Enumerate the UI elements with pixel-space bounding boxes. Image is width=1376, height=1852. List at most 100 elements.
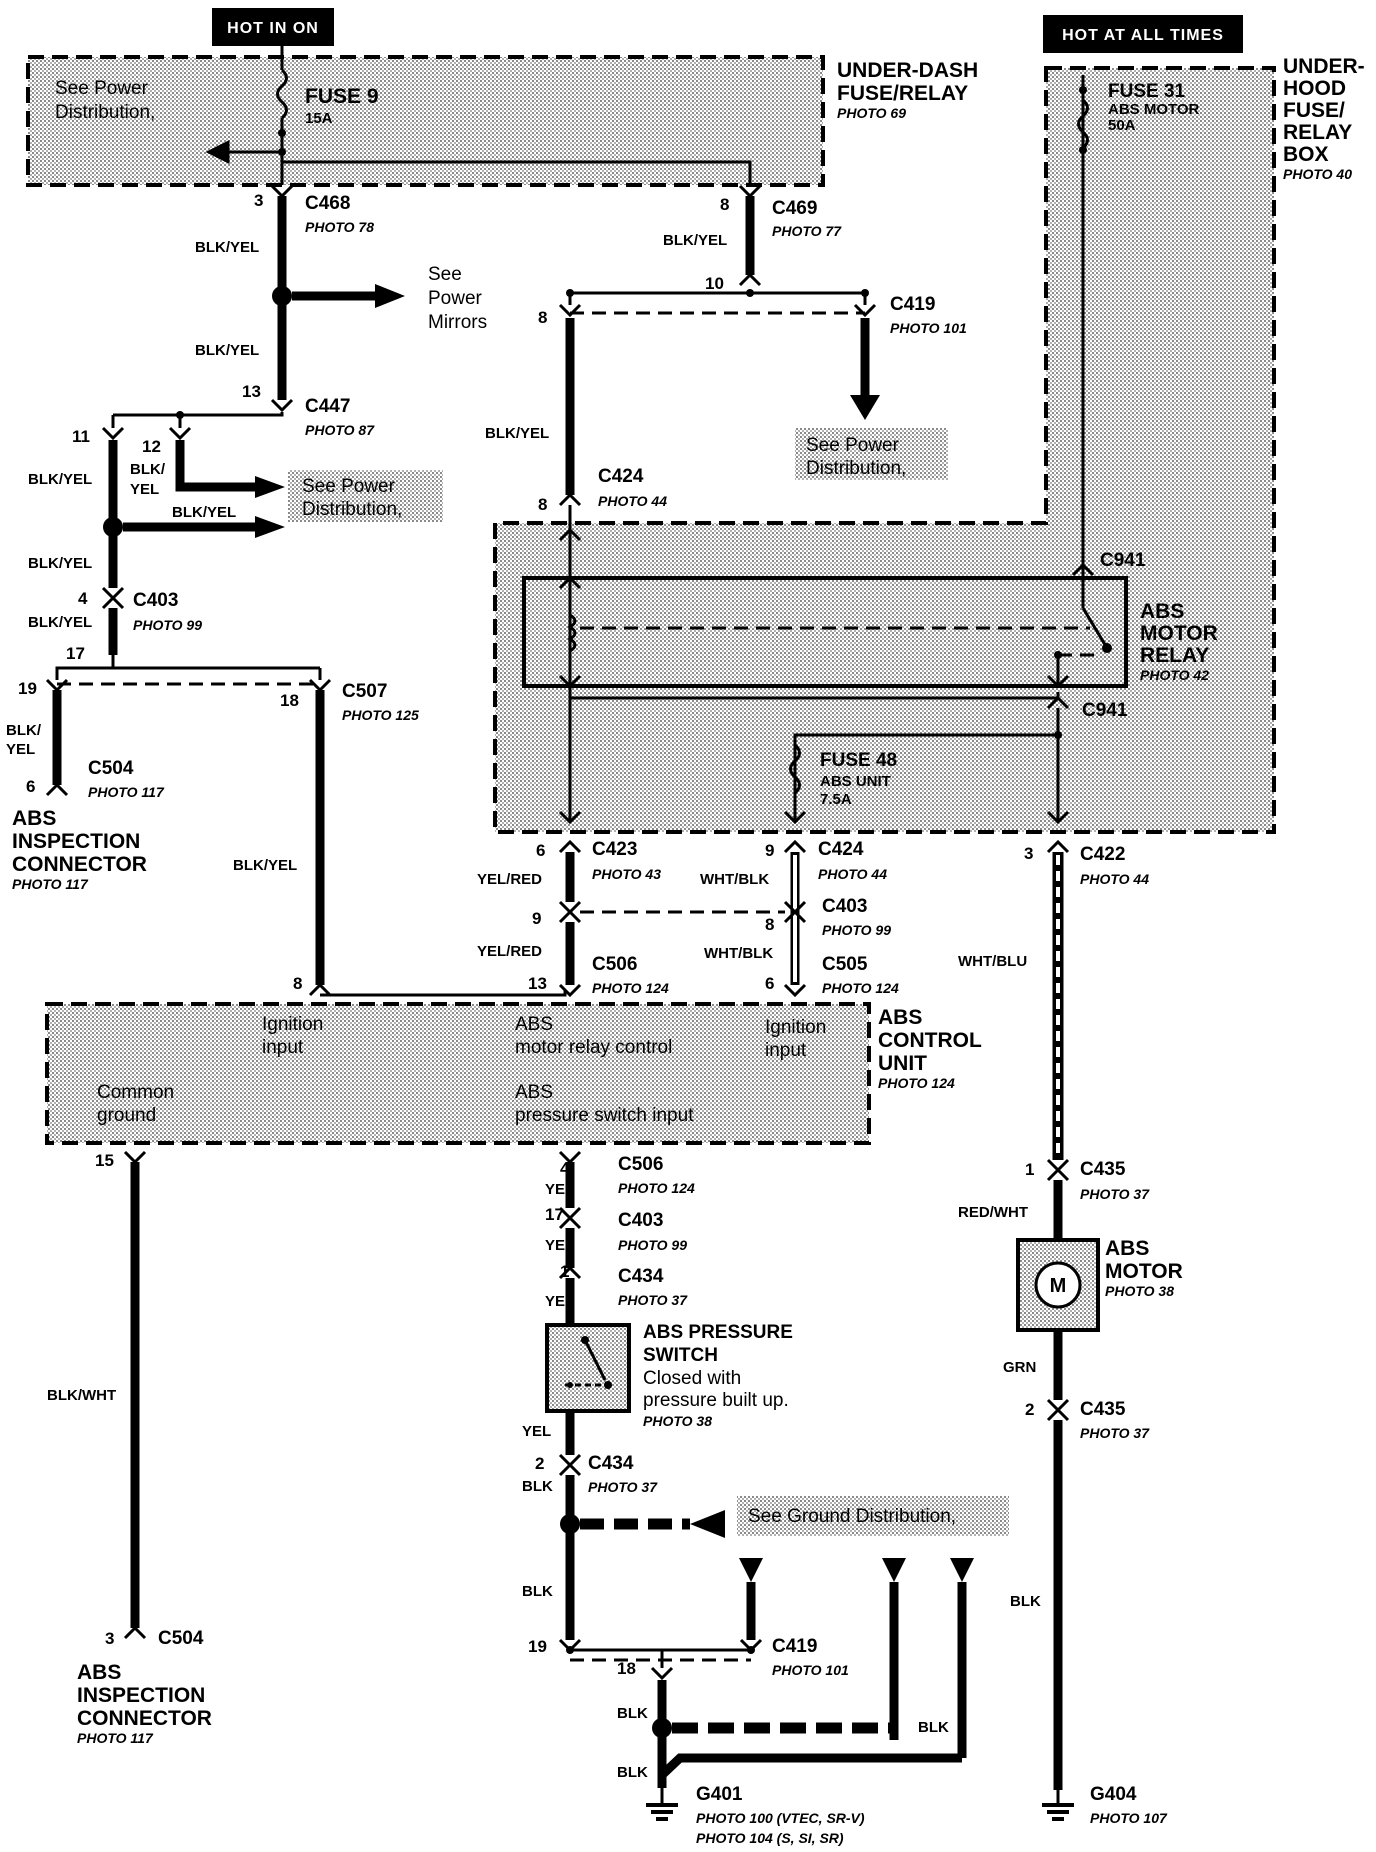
- c447-label: C447: [305, 396, 350, 417]
- c468-connector-icon: [270, 184, 294, 199]
- fuse-48-sub: ABS UNIT: [820, 773, 891, 790]
- c403-low-pin: 17: [545, 1205, 564, 1224]
- c403-pin17: 17: [66, 644, 85, 663]
- fuse-31-rating: 50A: [1108, 117, 1136, 134]
- c435-top-pin: 1: [1025, 1160, 1034, 1179]
- under-hood-title-3: FUSE/: [1283, 99, 1345, 122]
- c469-label: C469: [772, 198, 817, 219]
- relay-title-1: ABS: [1140, 600, 1184, 623]
- c507-photo: PHOTO 125: [342, 707, 419, 723]
- abs-inspection-top-3: CONNECTOR: [12, 853, 147, 876]
- c504-top-pin: 6: [26, 777, 35, 796]
- power-mirrors-arrow-icon: [375, 284, 405, 308]
- abs-inspection-top-photo: PHOTO 117: [12, 876, 89, 892]
- c507-label: C507: [342, 681, 387, 702]
- motor-symbol: M: [1050, 1275, 1067, 1297]
- c507-pin18-icon: [308, 678, 332, 693]
- c434-top-photo: PHOTO 37: [618, 1292, 688, 1308]
- c403-mid-left-icon: [558, 900, 582, 924]
- abs-motor-photo: PHOTO 38: [1105, 1283, 1174, 1299]
- splice-power-mirrors: [272, 286, 292, 306]
- fuse-9-label: FUSE 9: [305, 85, 379, 108]
- c468-label: C468: [305, 193, 350, 214]
- ecu-common-ground-a: Common: [97, 1082, 174, 1103]
- c423-connector-icon: [558, 839, 582, 854]
- c434-bot-label: C434: [588, 1453, 634, 1474]
- wire-label-yel-red-1: YEL/RED: [477, 871, 542, 888]
- ground-branch-icon-2: [882, 1558, 906, 1582]
- relay-coil-icon: [567, 613, 577, 653]
- c419-low-pin19: 19: [528, 1637, 547, 1656]
- wire-label-yel-19: YEL: [6, 741, 35, 758]
- c504-top-photo: PHOTO 117: [88, 784, 165, 800]
- power-mirrors-mirrors: Mirrors: [428, 312, 487, 333]
- power-mirrors-see: See: [428, 264, 462, 285]
- pressure-switch-desc-1: Closed with: [643, 1368, 741, 1389]
- see-power-distribution-box-right: [795, 428, 948, 480]
- c434-bot-icon: [558, 1453, 582, 1477]
- c505-connector-icon: [783, 983, 807, 998]
- ecu-relay-control-a: ABS: [515, 1014, 553, 1035]
- under-hood-fuse-box: [493, 66, 1276, 834]
- abs-inspection-bottom-2: INSPECTION: [77, 1684, 205, 1707]
- g401-photo-1: PHOTO 100 (VTEC, SR-V): [696, 1810, 865, 1826]
- fuse-9-rating: 15A: [305, 110, 333, 127]
- c941-top-label: C941: [1100, 550, 1146, 571]
- wire-label-blk-yel-4: BLK/YEL: [172, 504, 236, 521]
- under-dash-fuse-box: [26, 55, 825, 187]
- c447-pin11: 11: [72, 427, 90, 446]
- c504-bottom-label: C504: [158, 1628, 204, 1649]
- see-power-left: See Power: [302, 476, 396, 497]
- c403-split-left: [55, 655, 115, 680]
- ecu-ignition-input-2b: input: [765, 1040, 807, 1061]
- ecu-ignition-input-1b: input: [262, 1037, 304, 1058]
- g404-label: G404: [1090, 1784, 1137, 1805]
- c507-pin18: 18: [280, 691, 299, 710]
- under-hood-title-4: RELAY: [1283, 121, 1352, 144]
- c403-pin4: 4: [78, 589, 88, 608]
- c403-low-photo: PHOTO 99: [618, 1237, 687, 1253]
- c419-top-photo: PHOTO 101: [890, 320, 967, 336]
- svg-text:HOT IN ON: HOT IN ON: [227, 20, 319, 37]
- c434-bot-pin: 2: [535, 1454, 544, 1473]
- wire-label-yel-red-2: YEL/RED: [477, 943, 542, 960]
- wire-label-blk-2: BLK: [522, 1583, 553, 1600]
- c447-connector-icon: [270, 398, 294, 413]
- c424-right-photo: PHOTO 44: [818, 866, 887, 882]
- c469-pin-bottom: 10: [705, 274, 724, 293]
- power-mirrors-power: Power: [428, 288, 483, 309]
- c435-bot-icon: [1046, 1398, 1070, 1422]
- fuse-48-label: FUSE 48: [820, 750, 897, 771]
- c423-pin: 6: [536, 841, 545, 860]
- c506-top-icon: [558, 983, 582, 998]
- c422-photo: PHOTO 44: [1080, 871, 1149, 887]
- under-hood-title-2: HOOD: [1283, 77, 1346, 100]
- wire-label-blk-5: BLK: [617, 1764, 648, 1781]
- pressure-switch-title-1: ABS PRESSURE: [643, 1322, 793, 1343]
- splice-left: [103, 517, 123, 537]
- relay-switch-icon: [1081, 607, 1109, 649]
- c435-bot-label: C435: [1080, 1399, 1126, 1420]
- c469-photo: PHOTO 77: [772, 223, 842, 239]
- g401-ground-icon: [646, 1788, 678, 1821]
- abs-motor-title-1: ABS: [1105, 1237, 1149, 1260]
- fuse-48-rating: 7.5A: [820, 791, 852, 808]
- under-hood-photo: PHOTO 40: [1283, 166, 1352, 182]
- wire-label-yel-4: YEL: [522, 1423, 551, 1440]
- wire-label-blk-yel-c424: BLK/YEL: [485, 425, 549, 442]
- g404-ground-icon: [1042, 1790, 1074, 1821]
- fuse-31-label: FUSE 31: [1108, 81, 1186, 102]
- wire-label-blk-4: BLK: [918, 1719, 949, 1736]
- wire-label-blk-1: BLK: [522, 1478, 553, 1495]
- see-ground-distribution-box: [737, 1496, 1009, 1536]
- wire-label-blk-wht: BLK/WHT: [47, 1387, 116, 1404]
- c424-left-connector-icon: [558, 492, 582, 507]
- ground-branch-icon-1: [739, 1558, 763, 1582]
- c434-top-icon: [558, 1265, 582, 1280]
- distribution-left: Distribution,: [302, 499, 402, 520]
- ground-branch-icon-3: [950, 1558, 974, 1582]
- c423-photo: PHOTO 43: [592, 866, 661, 882]
- c435-top-photo: PHOTO 37: [1080, 1186, 1150, 1202]
- abs-inspection-top-1: ABS: [12, 807, 56, 830]
- c469-pin-top: 8: [720, 195, 729, 214]
